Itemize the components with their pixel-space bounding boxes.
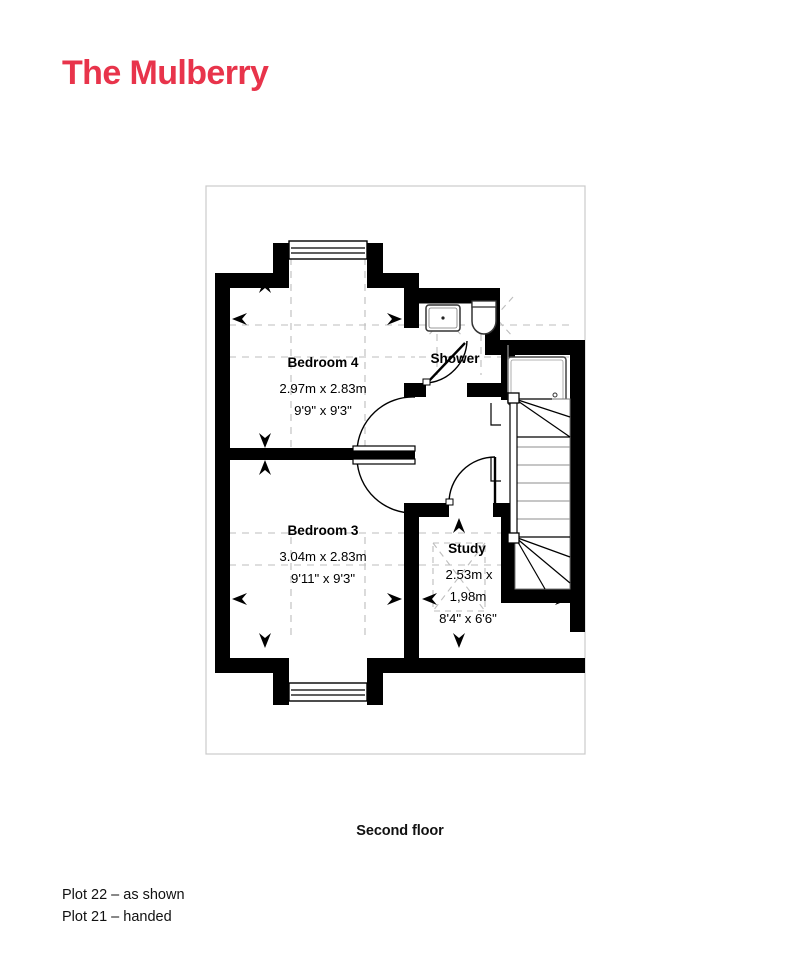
plot-note-line-2: Plot 21 – handed <box>62 909 172 925</box>
wall-dormer-top-right <box>367 243 383 275</box>
room-label-shower: Shower <box>430 351 480 366</box>
wall-bottom-right <box>367 658 585 673</box>
door-bedroom4 <box>352 396 416 452</box>
room-dim-imperial-bedroom3: 9'11" x 9'3" <box>291 571 355 586</box>
wall-shower-top <box>404 288 500 303</box>
door-study <box>445 456 497 506</box>
room-dim-metric-bedroom3: 3.04m x 2.83m <box>279 549 366 564</box>
page-title: The Mulberry <box>62 54 269 92</box>
wall-right-step <box>485 340 585 355</box>
wall-left-exterior <box>215 273 230 673</box>
plot-note-line-1: Plot 22 – as shown <box>62 887 185 903</box>
toilet-fixture <box>471 300 497 335</box>
study-furniture-guide <box>432 542 486 612</box>
plot-notes: Plot 22 – as shown Plot 21 – handed <box>62 884 185 928</box>
door-bedroom3 <box>352 458 416 514</box>
room-label-study: Study <box>448 541 486 556</box>
room-label-bedroom3: Bedroom 3 <box>287 523 358 538</box>
floorplan-drawing: Bedroom 4 2.97m x 2.83m 9'9" x 9'3" Bedr… <box>205 185 595 755</box>
wall-right-exterior <box>570 340 585 632</box>
floor-caption: Second floor <box>356 823 444 839</box>
wall-shower-bottom-right <box>467 383 501 397</box>
room-dim-imperial-study: 8'4" x 6'6" <box>439 611 497 626</box>
wall-dormer-bottom-left <box>273 673 289 705</box>
room-dim-imperial-bedroom4: 9'9" x 9'3" <box>294 403 352 418</box>
wall-bottom-left <box>215 658 289 673</box>
door-shower <box>422 340 468 386</box>
landing-rail <box>490 403 501 482</box>
dormer-window-bottom <box>288 682 368 702</box>
wall-dormer-bottom-right <box>367 673 383 705</box>
room-label-bedroom4: Bedroom 4 <box>287 355 358 370</box>
staircase-fixture <box>507 345 571 590</box>
dormer-window-top <box>288 240 368 260</box>
wall-stair-bottom <box>501 589 585 603</box>
dimension-arrows <box>232 278 570 648</box>
room-dim-metric-study-2: 1,98m <box>450 589 487 604</box>
floorplan-svg: Bedroom 4 2.97m x 2.83m 9'9" x 9'3" Bedr… <box>205 185 586 755</box>
walls-group <box>215 243 585 705</box>
wall-landing-left-upper <box>404 288 419 328</box>
wall-study-top-left <box>404 503 449 517</box>
room-dim-metric-bedroom4: 2.97m x 2.83m <box>279 381 366 396</box>
wall-dormer-top-left <box>273 243 289 275</box>
wall-top-left <box>215 273 289 288</box>
wall-shower-bottom-left <box>404 383 426 397</box>
wall-landing-left-lower <box>404 503 419 661</box>
basin-fixture <box>425 304 461 332</box>
wall-top-right <box>367 273 419 288</box>
room-dim-metric-study-1: 2.53m x <box>446 567 493 582</box>
